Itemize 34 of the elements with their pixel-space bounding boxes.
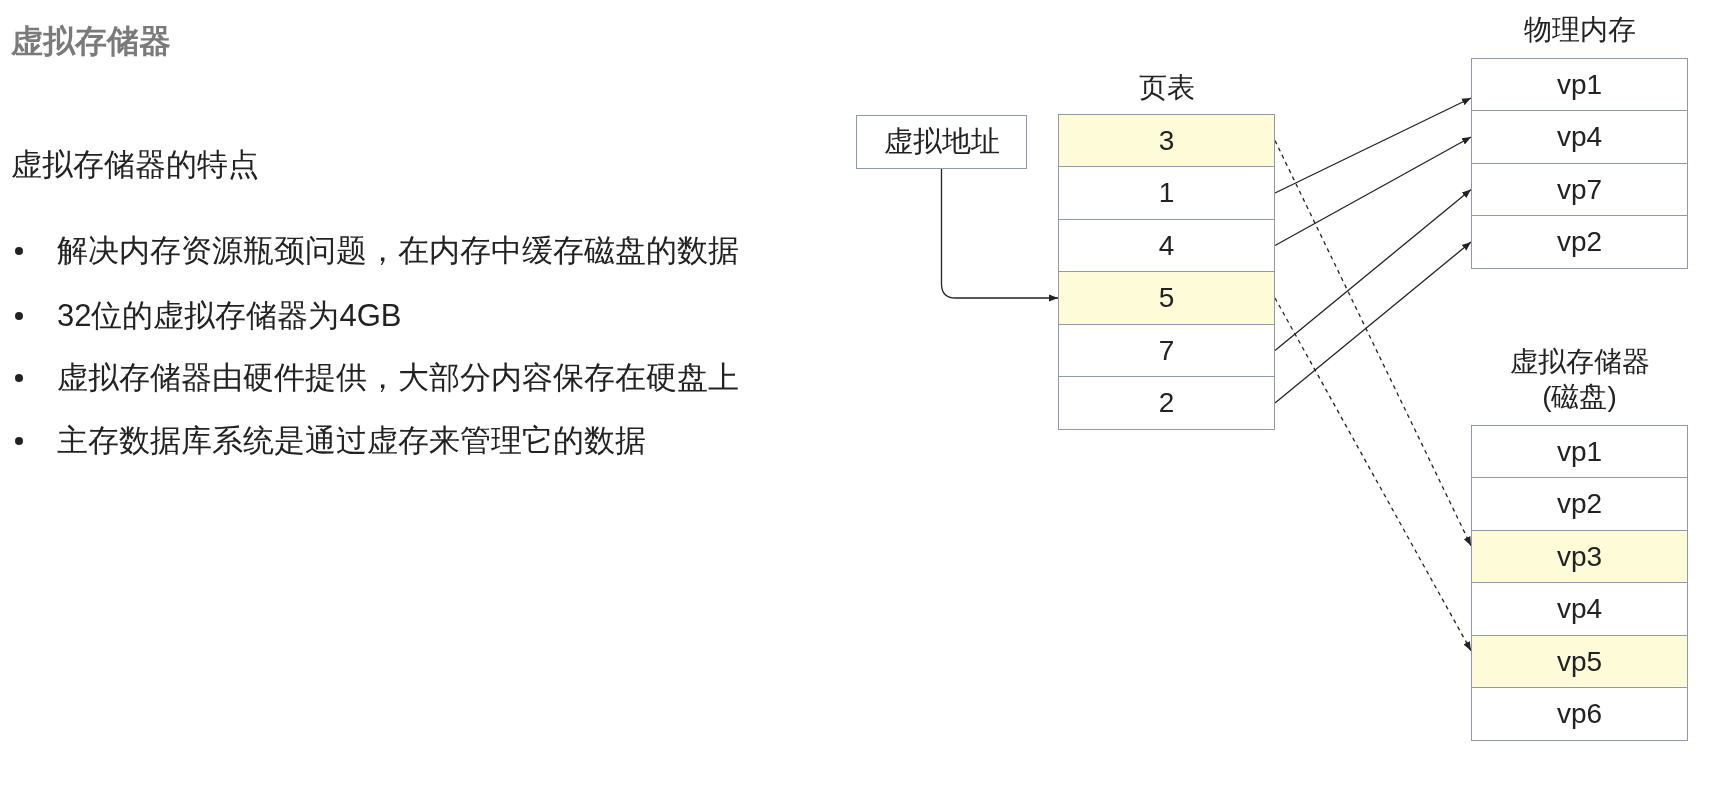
section-heading: 虚拟存储器的特点 bbox=[11, 146, 259, 184]
table-heading: 页表 bbox=[1137, 71, 1196, 105]
bullet-text: 32位的虚拟存储器为4GB bbox=[57, 297, 402, 335]
table-row: 1 bbox=[1058, 166, 1275, 220]
arrow bbox=[940, 168, 1059, 302]
arrow bbox=[1274, 136, 1472, 247]
bullet-text: 虚拟存储器由硬件提供，大部分内容保存在硬盘上 bbox=[57, 359, 739, 397]
table-row: 2 bbox=[1058, 376, 1275, 430]
table-row: vp5 bbox=[1471, 634, 1688, 689]
table-row: 5 bbox=[1058, 271, 1275, 325]
table-heading: 物理内存 bbox=[1522, 13, 1637, 47]
table-row: vp4 bbox=[1471, 110, 1688, 164]
arrow bbox=[1274, 139, 1472, 547]
arrow bbox=[1274, 297, 1472, 652]
table-row: vp6 bbox=[1471, 687, 1688, 741]
table-row: vp3 bbox=[1471, 529, 1688, 584]
disk-table bbox=[1471, 344, 1688, 741]
table-row: vp7 bbox=[1471, 162, 1688, 217]
table-row: 7 bbox=[1058, 323, 1275, 378]
address-box: 虚拟地址 bbox=[856, 115, 1027, 169]
table-heading: 虚拟存储器(磁盘) bbox=[1508, 345, 1651, 414]
table-row: vp1 bbox=[1471, 57, 1688, 112]
arrow bbox=[1274, 97, 1472, 194]
arrow bbox=[1274, 241, 1472, 404]
table-row: vp2 bbox=[1471, 215, 1688, 269]
table-row: 3 bbox=[1058, 113, 1275, 168]
bullet-text: 解决内存资源瓶颈问题，在内存中缓存磁盘的数据 bbox=[57, 232, 739, 270]
table-row: vp4 bbox=[1471, 582, 1688, 636]
page-title: 虚拟存储器 bbox=[11, 22, 171, 61]
bullet-text: 主存数据库系统是通过虚存来管理它的数据 bbox=[57, 422, 646, 460]
table-row: vp2 bbox=[1471, 477, 1688, 531]
table-row: vp1 bbox=[1471, 424, 1688, 479]
arrow bbox=[1274, 188, 1472, 352]
table-row: 4 bbox=[1058, 218, 1275, 273]
